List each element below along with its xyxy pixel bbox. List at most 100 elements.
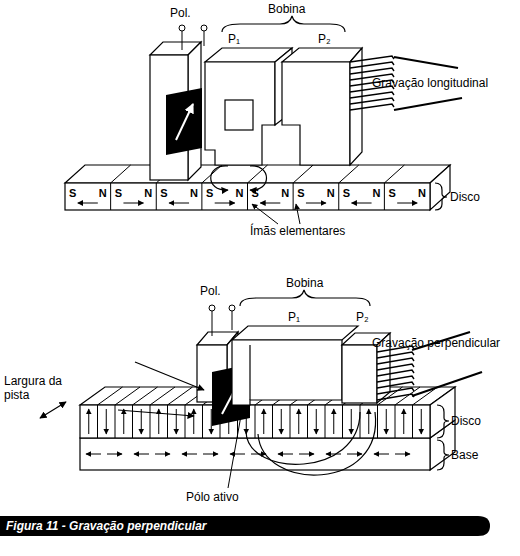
coil-winding [350, 68, 394, 74]
part-label: Pol. [170, 6, 191, 20]
magnet-cells [97, 405, 98, 438]
terminals [204, 31, 205, 46]
base-arrows [107, 454, 122, 455]
coil-winding [377, 376, 414, 382]
pole-letter: S [115, 186, 122, 200]
magnet-cells [150, 405, 151, 438]
magnet-arrow [298, 409, 299, 434]
coil-winding [377, 388, 414, 394]
magnet-arrow [263, 409, 264, 434]
pole-letter: N [281, 186, 289, 200]
terminals [229, 305, 235, 311]
magnet-cells [272, 405, 273, 438]
magnet-cells [384, 165, 404, 183]
base-arrows [326, 454, 341, 455]
magnet-arrow [306, 203, 326, 204]
magnet-arrow [352, 203, 372, 204]
part-label: Pol. [200, 284, 221, 298]
magnet-cells [307, 405, 308, 438]
pole-letter: N [190, 186, 198, 200]
magnet-cells [248, 165, 268, 183]
magnet-cells [111, 165, 131, 183]
magnet-arrow [215, 203, 235, 204]
magnet-arrow [351, 409, 352, 434]
write-head-p1 [249, 345, 250, 400]
leader-line [228, 410, 242, 488]
base-arrows [203, 454, 218, 455]
pole-letter: S [343, 186, 350, 200]
magnet-cells [395, 405, 396, 438]
write-head-p2 [350, 48, 362, 165]
base-arrows [86, 454, 410, 455]
coil-winding [377, 352, 414, 358]
coil-winding [377, 370, 414, 376]
base-arrows [86, 454, 101, 455]
flux-loops [246, 412, 376, 475]
pole-letter: S [252, 186, 259, 200]
coil-winding [350, 98, 394, 104]
base-arrows [155, 454, 170, 455]
magnet-arrow [141, 409, 142, 434]
write-head-p1 [232, 340, 342, 405]
coil-winding [350, 104, 394, 110]
read-element [166, 88, 202, 155]
magnet-cells [202, 405, 203, 438]
base-layer [80, 438, 430, 470]
magnet-arrow [193, 409, 194, 434]
part-label: Disco [450, 190, 480, 204]
write-head-p1 [232, 326, 358, 340]
coil-winding [377, 382, 414, 388]
write-head-p1 [205, 62, 275, 165]
magnet-cells [115, 405, 116, 438]
terminals [209, 305, 215, 311]
magnet-arrow [106, 409, 107, 434]
part-label: P₁ [288, 310, 300, 324]
magnet-arrow [281, 409, 282, 434]
coil-winding [350, 56, 394, 62]
disk-longitudinal [430, 165, 450, 210]
pol-sensor-slab [150, 42, 201, 180]
magnet-cells [377, 405, 378, 438]
pointer-arrows [135, 362, 204, 390]
magnet-arrow [123, 409, 124, 434]
coil-winding [377, 358, 414, 364]
magnet-cells [293, 165, 313, 183]
disco-brace [437, 405, 449, 438]
magnet-arrow [421, 409, 422, 434]
disk-longitudinal [65, 183, 430, 210]
magnet-arrow [211, 409, 212, 434]
flux-loops [246, 412, 360, 464]
figure-caption: Figura 11 - Gravação perpendicular [6, 519, 207, 533]
part-label: Bobina [286, 276, 323, 290]
pole-letter: N [236, 186, 244, 200]
magnet-arrow [386, 409, 387, 434]
base-arrows [278, 454, 293, 455]
read-element [176, 104, 193, 140]
part-label: Disco [451, 414, 481, 428]
magnet-cells [412, 405, 413, 438]
part-label: P₂ [318, 32, 331, 46]
terminals [212, 311, 213, 336]
leader-lines [252, 204, 278, 224]
magnet-cells [110, 183, 111, 210]
base-arrows [134, 454, 149, 455]
write-head-p2 [342, 345, 377, 403]
write-head-p1 [232, 326, 358, 405]
magnet-arrow [260, 203, 280, 204]
magnet-cells [290, 405, 291, 438]
write-head-p2 [282, 62, 350, 165]
coil-winding [377, 364, 414, 370]
pointer-arrows [118, 362, 204, 416]
flux-loops [250, 166, 267, 190]
magnet-arrow [123, 203, 143, 204]
coil-winding [377, 346, 414, 400]
write-head-p1 [205, 48, 292, 165]
magnet-arrow [333, 409, 334, 434]
flux-loops [211, 166, 228, 190]
disk-longitudinal [65, 165, 450, 183]
write-head-p1 [225, 100, 253, 130]
coil-winding [350, 92, 394, 98]
bobina-brace [222, 16, 345, 32]
magnet-cells [342, 405, 343, 438]
